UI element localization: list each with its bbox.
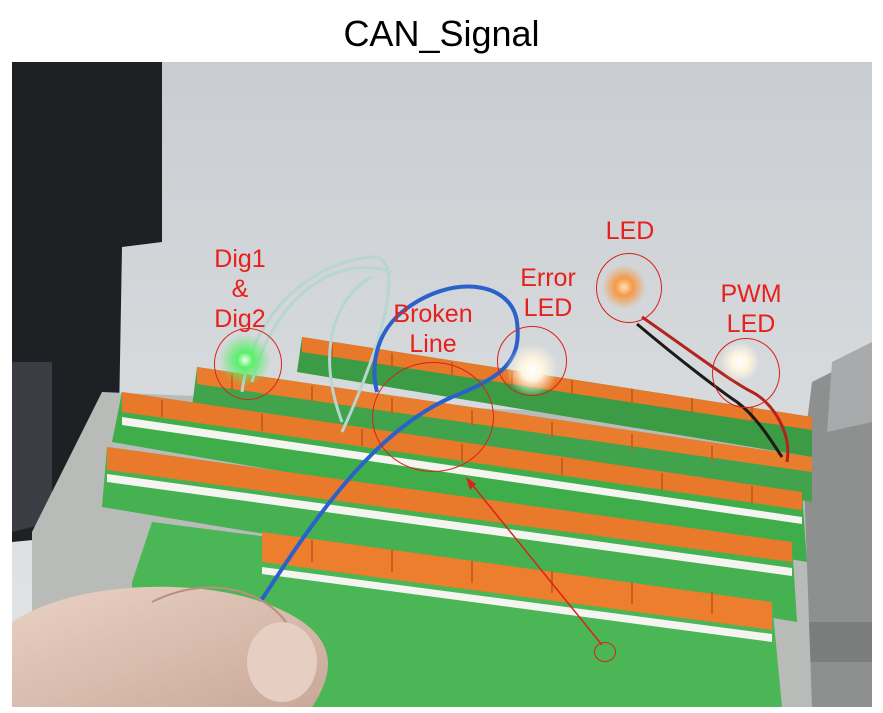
error-led-marker [497, 326, 567, 396]
label-broken-line: Broken Line [393, 300, 473, 358]
pwm-led-marker [712, 338, 780, 408]
photo-terminal-blocks [12, 62, 872, 707]
terminal-point-marker [594, 642, 616, 662]
label-dig1-dig2: Dig1 & Dig2 [214, 245, 266, 333]
label-led: LED [605, 217, 655, 245]
label-error-led: Error LED [520, 264, 576, 322]
dig-led-marker [214, 328, 282, 400]
broken-line-marker [372, 362, 494, 472]
label-pwm-led: PWM LED [720, 280, 782, 338]
figure-title: CAN_Signal [343, 13, 540, 54]
led-marker [596, 253, 662, 323]
